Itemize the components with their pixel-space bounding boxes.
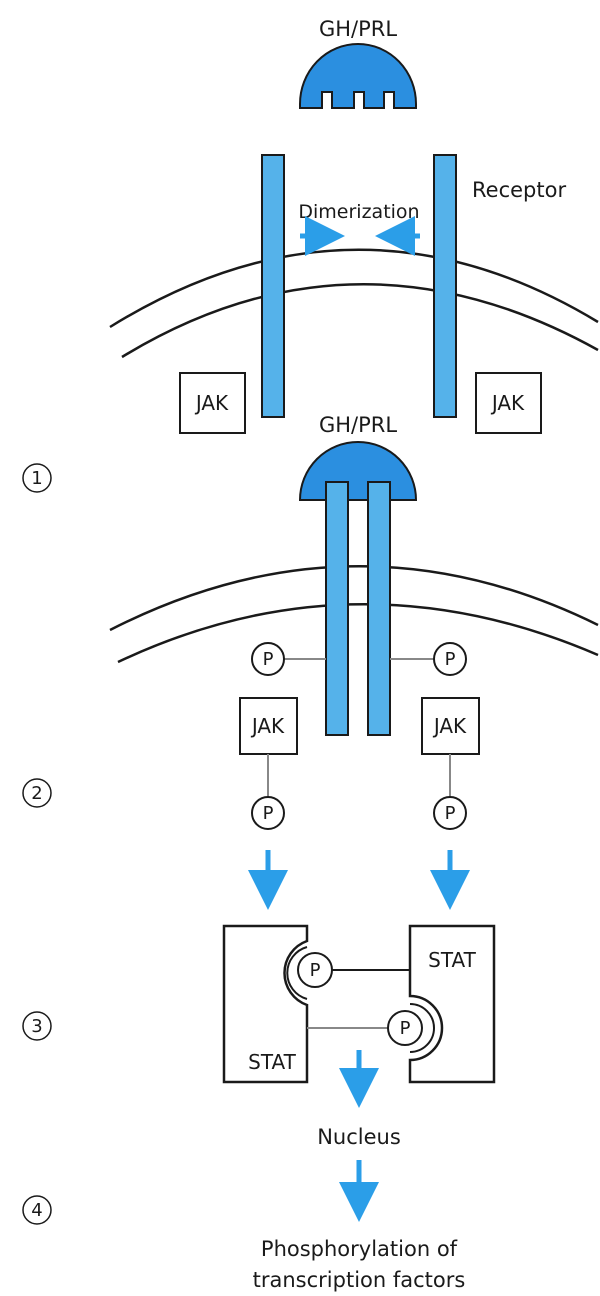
membrane-outer-2 (109, 565, 599, 632)
ligand-label-bound: GH/PRL (319, 413, 397, 437)
receptor-dimer-right (367, 479, 391, 736)
phosphate-label-left-membrane: P (263, 649, 274, 670)
jak-label-right-1: JAK (490, 391, 525, 415)
ligand-bound (298, 441, 418, 501)
step-1-marker (22, 463, 52, 493)
step-3-label: 3 (31, 1016, 42, 1037)
jak-label-left-1: JAK (194, 391, 229, 415)
ligand-top (299, 43, 417, 109)
receptor-label: Receptor (472, 178, 566, 202)
phosphate-label-right-jak: P (445, 803, 456, 824)
stat-right-pocket-inner (409, 1003, 435, 1053)
membrane-inner-1 (121, 282, 599, 359)
dimerization-label: Dimerization (298, 201, 419, 223)
phosphate-right-jak (433, 796, 467, 830)
step-2-label: 2 (31, 783, 42, 804)
stat-right (408, 924, 496, 1084)
phosphate-right-membrane (433, 642, 467, 676)
outcome-line-1: Phosphorylation of (261, 1237, 458, 1261)
phosphate-stat-right (387, 1010, 423, 1046)
phosphate-stat-left (297, 952, 333, 988)
jak-box-left-2 (239, 697, 298, 755)
jak-box-left-1 (179, 372, 246, 434)
step-3-marker (22, 1011, 52, 1041)
phosphate-label-left-jak: P (263, 803, 274, 824)
membrane-inner-2 (117, 602, 599, 664)
stat-left-pocket-inner (286, 946, 308, 1000)
phosphate-left-jak (251, 796, 285, 830)
phosphate-label-stat-left: P (310, 960, 321, 981)
phosphate-label-stat-right: P (400, 1018, 411, 1039)
phosphate-label-right-membrane: P (445, 649, 456, 670)
stat-label-left: STAT (248, 1050, 296, 1074)
stat-label-right: STAT (428, 948, 476, 972)
membrane-outer-1 (109, 248, 599, 329)
receptor-right-monomer (433, 154, 457, 418)
jak-label-right-2: JAK (432, 714, 467, 738)
stat-left (222, 924, 309, 1084)
step-2-marker (22, 778, 52, 808)
receptor-left-monomer (261, 154, 285, 418)
phosphate-left-membrane (251, 642, 285, 676)
ligand-label-top: GH/PRL (319, 17, 397, 41)
nucleus-label: Nucleus (317, 1125, 401, 1149)
jak-label-left-2: JAK (250, 714, 285, 738)
step-4-marker (22, 1195, 52, 1225)
step-1-label: 1 (31, 468, 42, 489)
step-4-label: 4 (31, 1200, 42, 1221)
jak-box-right-1 (475, 372, 542, 434)
outcome-line-2: transcription factors (253, 1268, 466, 1292)
receptor-dimer-left (325, 479, 349, 736)
